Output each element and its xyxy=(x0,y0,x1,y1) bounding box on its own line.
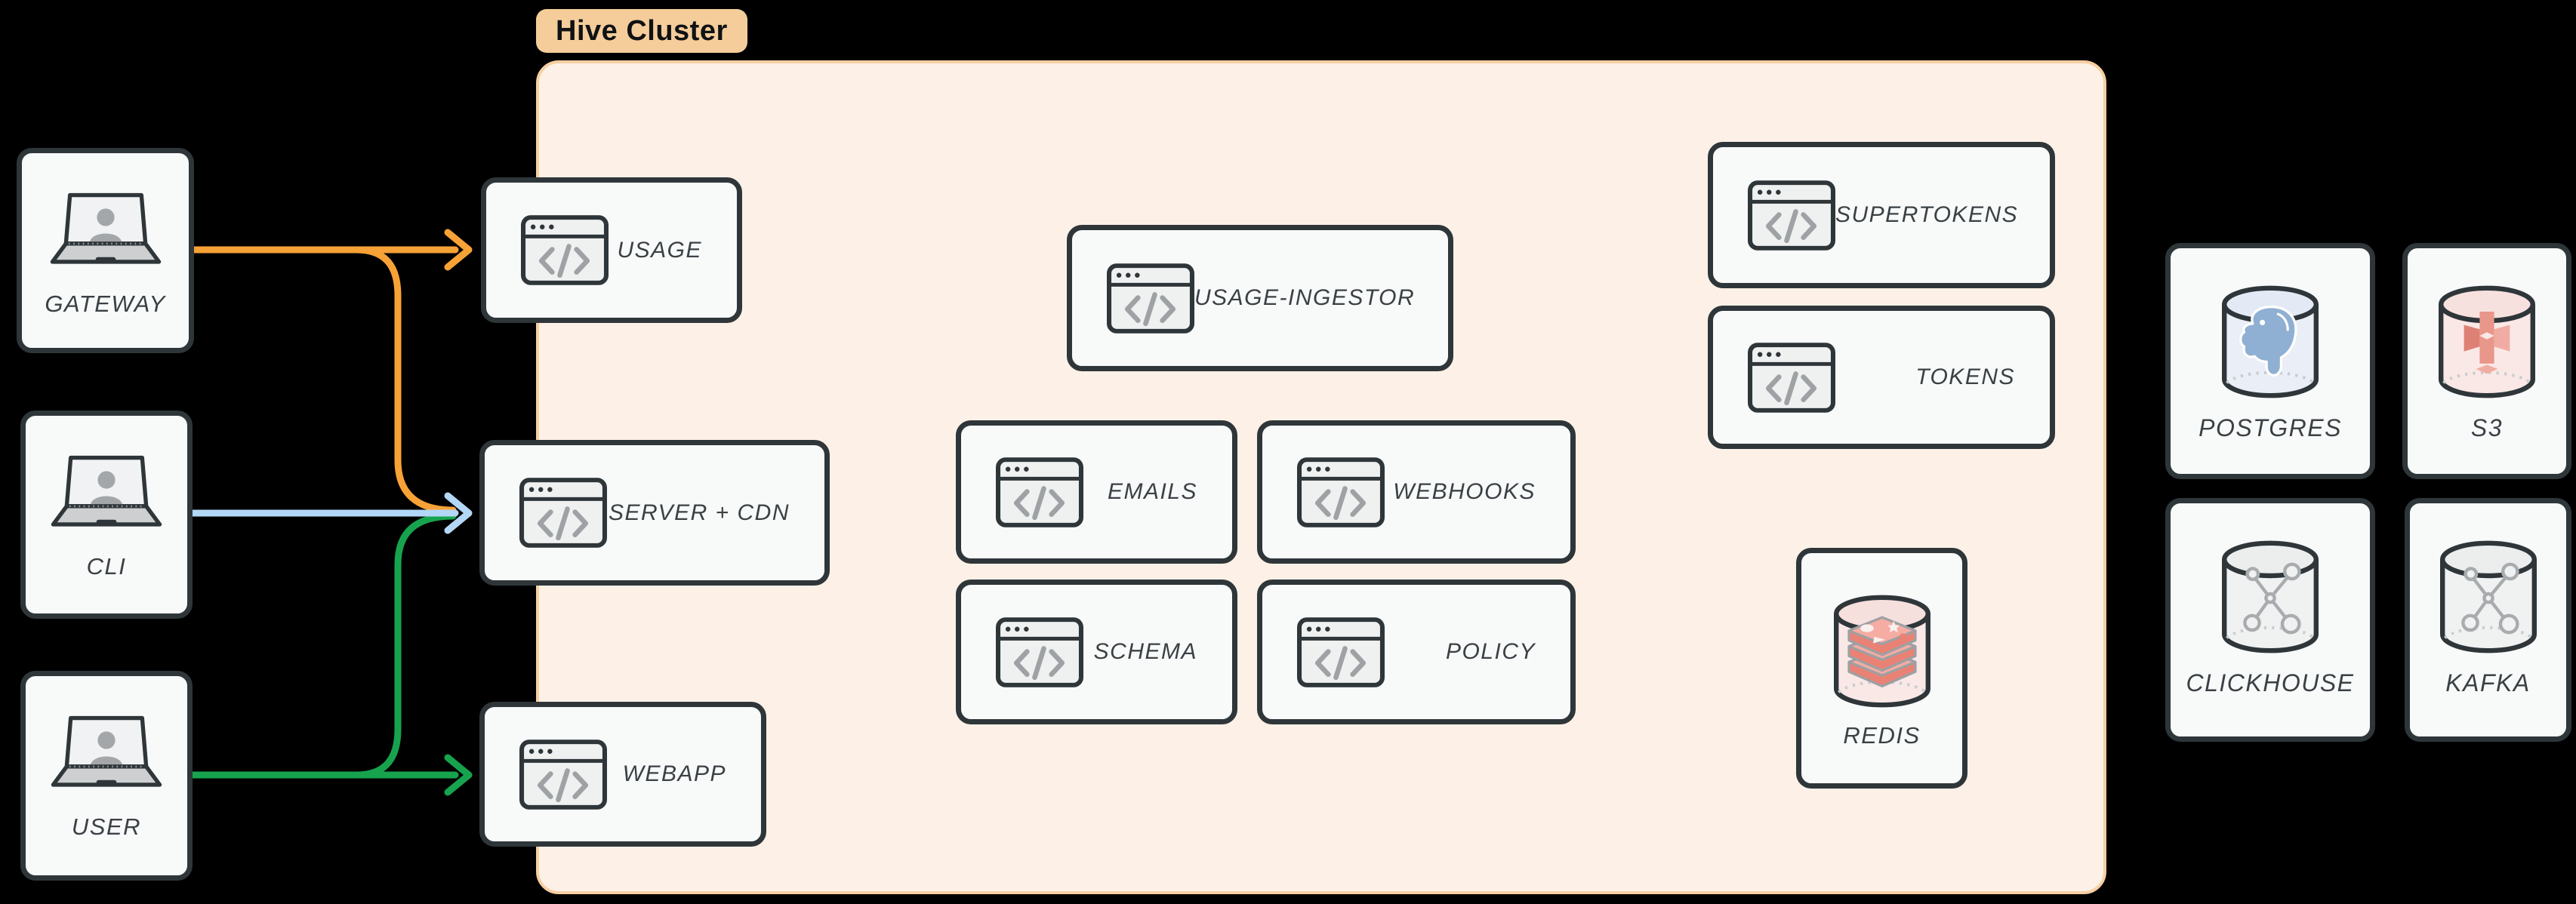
molecule-cylinder-icon xyxy=(2219,537,2322,660)
code-window-icon xyxy=(1297,617,1385,687)
arrowhead-server-cdn-icon xyxy=(444,492,473,534)
service-node-tokens: TOKENS xyxy=(1708,306,2055,449)
service-label: SUPERTOKENS xyxy=(1835,202,2019,227)
database-label: CLICKHOUSE xyxy=(2186,669,2355,696)
edge-gateway-to-server-cdn xyxy=(353,246,457,514)
code-window-icon xyxy=(519,478,607,548)
service-node-server-cdn: SERVER + CDN xyxy=(479,440,830,586)
service-label: USAGE xyxy=(617,237,702,263)
client-label: GATEWAY xyxy=(45,291,166,317)
service-node-webapp: WEBAPP xyxy=(479,702,766,847)
database-node-kafka: KAFKA xyxy=(2405,498,2571,742)
service-label: SERVER + CDN xyxy=(608,500,790,525)
code-window-icon xyxy=(1748,343,1835,413)
code-window-icon xyxy=(519,739,607,810)
hive-cluster-badge: Hive Cluster xyxy=(536,9,747,53)
code-window-icon xyxy=(1748,180,1835,251)
s3-cylinder-icon xyxy=(2436,281,2538,405)
arrowhead-webapp-icon xyxy=(444,754,473,796)
database-node-postgres: POSTGRES xyxy=(2165,243,2375,479)
database-label: S3 xyxy=(2470,414,2504,441)
datastore-node-redis: REDIS xyxy=(1796,548,1967,789)
client-label: USER xyxy=(71,813,142,840)
service-node-webhooks: WEBHOOKS xyxy=(1257,420,1576,564)
service-label: USAGE-INGESTOR xyxy=(1194,285,1416,310)
client-node-user: USER xyxy=(20,671,193,881)
service-node-usage: USAGE xyxy=(481,177,742,323)
client-label: CLI xyxy=(86,553,127,580)
client-node-gateway: GATEWAY xyxy=(17,148,194,353)
laptop-user-icon xyxy=(48,192,163,268)
service-label: WEBAPP xyxy=(622,761,726,786)
database-label: POSTGRES xyxy=(2199,414,2342,441)
database-node-s3: S3 xyxy=(2402,243,2571,479)
code-window-icon xyxy=(1107,263,1194,334)
arrowhead-usage-icon xyxy=(444,229,473,271)
service-label: SCHEMA xyxy=(1093,639,1197,664)
datastore-label: REDIS xyxy=(1843,722,1921,749)
edge-user-to-server-cdn xyxy=(353,512,457,779)
database-node-clickhouse: CLICKHOUSE xyxy=(2165,498,2375,742)
code-window-icon xyxy=(1297,457,1385,527)
code-window-icon xyxy=(996,457,1083,527)
service-label: EMAILS xyxy=(1107,479,1197,504)
postgres-cylinder-icon xyxy=(2219,281,2322,405)
database-label: KAFKA xyxy=(2445,669,2531,696)
client-node-cli: CLI xyxy=(20,410,193,619)
service-label: WEBHOOKS xyxy=(1393,479,1536,504)
service-node-emails: EMAILS xyxy=(956,420,1237,564)
molecule-cylinder-icon xyxy=(2437,537,2540,660)
laptop-user-icon xyxy=(49,455,164,530)
code-window-icon xyxy=(521,215,609,285)
laptop-user-icon xyxy=(49,715,164,791)
redis-cylinder-icon xyxy=(1831,591,1934,715)
service-node-supertokens: SUPERTOKENS xyxy=(1708,142,2055,288)
service-label: POLICY xyxy=(1445,639,1536,664)
service-label: TOKENS xyxy=(1915,364,2015,389)
code-window-icon xyxy=(996,617,1083,687)
hive-cluster-label: Hive Cluster xyxy=(556,14,728,47)
service-node-policy: POLICY xyxy=(1257,580,1576,724)
service-node-usage-ingestor: USAGE-INGESTOR xyxy=(1067,225,1453,371)
service-node-schema: SCHEMA xyxy=(956,580,1237,724)
